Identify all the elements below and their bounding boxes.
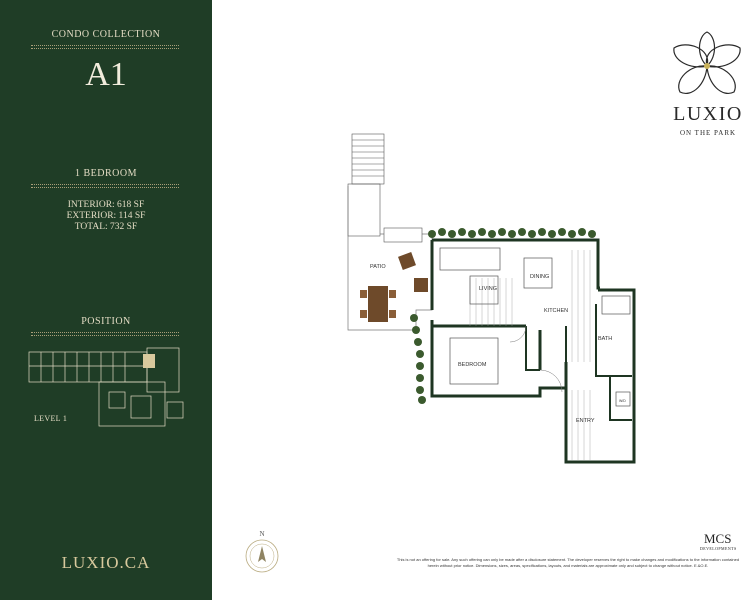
developer-logo: MCS — [704, 531, 732, 546]
bathtub — [601, 295, 631, 315]
position-heading: POSITION — [81, 316, 131, 327]
collection-label: CONDO COLLECTION — [51, 29, 161, 40]
room-label-bedroom: BEDROOM — [458, 362, 487, 368]
room-label-living: LIVING — [479, 286, 497, 292]
divider — [31, 184, 179, 188]
developer-sub: DEVELOPMENTS — [700, 546, 737, 551]
key-plan — [28, 347, 184, 427]
sofa — [439, 247, 501, 271]
exterior-walls — [430, 238, 636, 464]
patio-table — [368, 286, 388, 322]
total-area: TOTAL: 732 SF — [74, 222, 138, 232]
interior-area: INTERIOR: 618 SF — [67, 200, 145, 210]
dining-table — [523, 257, 553, 289]
sidebar: CONDO COLLECTION A1 1 BEDROOM INTERIOR: … — [0, 0, 212, 600]
room-label-wd: W/D — [619, 399, 626, 403]
patio-chair — [414, 278, 428, 292]
divider — [31, 45, 179, 49]
compass-north: N — [259, 530, 264, 538]
washer-dryer — [615, 391, 631, 407]
flower-logo-icon — [673, 31, 741, 94]
compass-icon: N — [245, 530, 279, 573]
room-label-dining: DINING — [530, 274, 549, 280]
unit-title: A1 — [85, 56, 127, 93]
brand-tagline: ON THE PARK — [679, 129, 737, 137]
room-label-kitchen: KITCHEN — [544, 308, 568, 314]
website-link[interactable]: LUXIO.CA — [61, 553, 151, 572]
floor-plan: PATIO LIVING DINING KITCHEN BEDROOM BATH… — [347, 133, 636, 464]
bedroom-label: 1 BEDROOM — [74, 168, 137, 179]
brand-name: LUXIO — [673, 103, 743, 125]
divider — [31, 332, 179, 336]
room-label-bath: BATH — [598, 336, 612, 342]
bed — [449, 337, 499, 385]
disclaimer: This is not an offering for sale. Any su… — [396, 557, 740, 568]
patio-chair — [398, 252, 416, 270]
level-label: LEVEL 1 — [34, 414, 68, 423]
patio-steps — [347, 133, 385, 237]
area-summary: INTERIOR: 618 SF EXTERIOR: 114 SF TOTAL:… — [0, 200, 212, 233]
room-label-patio: PATIO — [370, 264, 386, 270]
plant-border — [410, 228, 596, 404]
exterior-area: EXTERIOR: 114 SF — [66, 211, 146, 221]
room-label-entry: ENTRY — [576, 418, 595, 424]
unit-highlight — [143, 354, 155, 368]
